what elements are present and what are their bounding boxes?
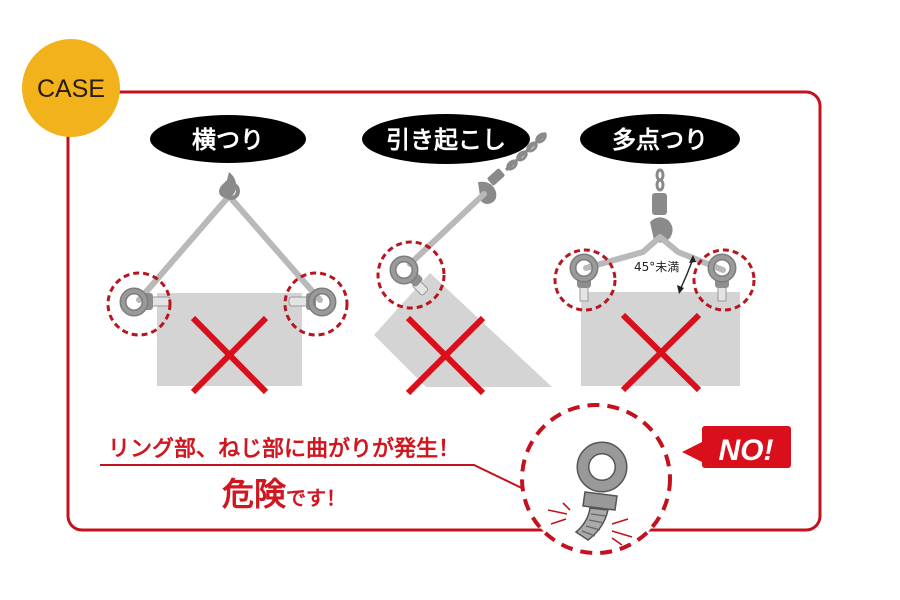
eyebolt-icon <box>393 259 429 296</box>
prohibited-x-icon <box>190 315 269 395</box>
load-block <box>374 273 552 387</box>
bent-eyebolt-icon <box>574 441 628 541</box>
danger-suffix: です！ <box>286 486 346 510</box>
chain-icon <box>655 168 665 192</box>
eyebolt-icon <box>288 291 333 313</box>
dashed-highlight-circle <box>692 248 756 312</box>
panel-title-pill <box>150 115 306 163</box>
load-block <box>157 293 302 386</box>
dashed-highlight-circle <box>283 271 349 337</box>
load-block <box>581 292 740 386</box>
case-frame <box>66 90 822 532</box>
dashed-highlight-circle <box>106 271 172 337</box>
dashed-highlight-circle <box>376 240 446 310</box>
dashed-highlight-circle <box>520 403 672 555</box>
eyebolt-icon <box>711 257 733 302</box>
angle-label: 45°未満 <box>634 260 679 274</box>
prohibited-x-icon <box>620 312 702 393</box>
no-callout-badge: NO! <box>682 426 791 468</box>
panel-title-pill <box>362 114 530 164</box>
danger-word: 危険 <box>222 475 287 513</box>
case-badge-label: CASE <box>37 75 105 103</box>
panel-multi-point-lift: 多点つり 45°未満 <box>553 114 756 393</box>
chain-icon <box>504 131 548 172</box>
case-badge: CASE <box>22 39 120 137</box>
panel-pull-up: 引き起こし <box>362 114 552 396</box>
prohibited-x-icon <box>405 315 486 396</box>
panel-title: 多点つり <box>612 126 708 154</box>
leader-line <box>100 464 533 494</box>
warning-line-2: 危険です！ <box>222 475 346 513</box>
warning-message: リング部、ねじ部に曲がりが発生！ 危険です！ <box>100 436 545 513</box>
panel-title: 横つり <box>192 126 264 154</box>
angle-indicator-icon <box>677 255 696 294</box>
crane-hook-icon <box>219 172 240 200</box>
panel-horizontal-lift: 横つり <box>106 115 349 395</box>
panel-title: 引き起こし <box>386 126 506 154</box>
panel-title-pill <box>580 114 740 164</box>
warning-line-1: リング部、ねじ部に曲がりが発生！ <box>108 436 460 462</box>
bent-eyebolt-callout <box>520 403 672 555</box>
eyebolt-icon <box>123 291 171 313</box>
dashed-highlight-circle <box>553 248 617 312</box>
no-callout-label: NO! <box>719 434 774 467</box>
eyebolt-icon <box>573 257 595 302</box>
impact-lines-icon <box>547 502 633 546</box>
crane-hook-icon <box>650 217 673 243</box>
